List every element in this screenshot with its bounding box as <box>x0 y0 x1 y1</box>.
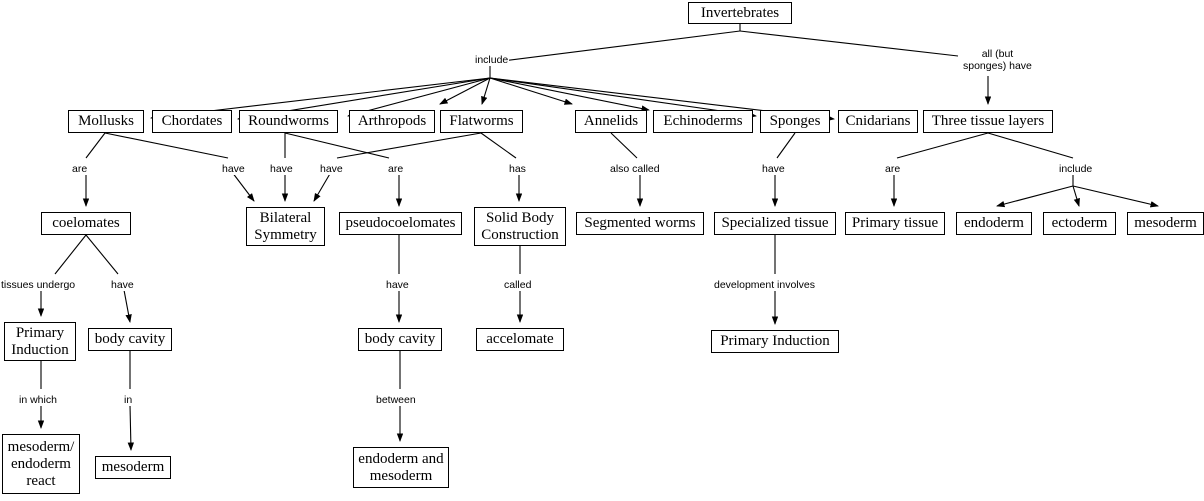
node-mesoderm-right[interactable]: mesoderm <box>1127 212 1204 235</box>
node-bilateral-symmetry[interactable]: Bilateral Symmetry <box>246 207 325 246</box>
edge-label-are-roundworms: are <box>387 163 405 175</box>
edge-label-called-solid-body: called <box>503 279 533 291</box>
node-annelids[interactable]: Annelids <box>575 110 647 133</box>
edge-threetissue-include <box>987 132 1074 159</box>
edge-flatworms-has <box>480 132 517 159</box>
edge-include-endoderm <box>996 185 1074 208</box>
node-primary-induction-left[interactable]: Primary Induction <box>4 322 76 361</box>
node-ectoderm-right[interactable]: ectoderm <box>1043 212 1116 235</box>
edge-threetissue-are <box>896 132 989 159</box>
edge-label-also-called: also called <box>609 163 661 175</box>
edge-include-flatworms <box>481 77 491 105</box>
edge-label-have-coelomates: have <box>110 279 135 291</box>
edge-include-arthropods <box>439 77 491 105</box>
node-mollusks[interactable]: Mollusks <box>68 110 144 133</box>
node-arthropods[interactable]: Arthropods <box>349 110 435 133</box>
edge-label-in: in <box>123 394 134 406</box>
node-body-cavity-left[interactable]: body cavity <box>88 328 172 351</box>
edge-label-have-pseudocoelomates: have <box>385 279 410 291</box>
edge-invertebrates-include <box>494 30 741 63</box>
edge-invertebrates-allbut <box>739 30 959 57</box>
node-chordates[interactable]: Chordates <box>152 110 232 133</box>
edge-label-all-but-sponges-have: all (but sponges) have <box>962 48 1033 72</box>
edge-label-include-three-tissue: include <box>1058 163 1094 175</box>
node-primary-tissue[interactable]: Primary tissue <box>845 212 945 235</box>
edge-in-mesoderm <box>127 404 135 451</box>
edge-label-are-mollusks: are <box>71 163 89 175</box>
node-sponges[interactable]: Sponges <box>760 110 830 133</box>
node-three-tissue-layers[interactable]: Three tissue layers <box>923 110 1053 133</box>
edge-label-in-which: in which <box>18 394 58 406</box>
edge-label-have-sponges: have <box>761 163 786 175</box>
edge-have-bilateral-1 <box>231 171 255 202</box>
edge-label-have-roundworms: have <box>269 163 294 175</box>
edge-label-tissues-undergo: tissues undergo <box>0 279 77 291</box>
node-flatworms[interactable]: Flatworms <box>440 110 523 133</box>
edge-label-has-flatworms: has <box>508 163 527 175</box>
edge-sponges-have <box>776 132 796 159</box>
edge-label-are-three-tissue: are <box>884 163 902 175</box>
edge-include-annelids <box>489 77 573 105</box>
node-endoderm-right[interactable]: endoderm <box>956 212 1032 235</box>
edge-mollusks-are <box>85 132 106 159</box>
node-endoderm-and-mesoderm[interactable]: endoderm and mesoderm <box>353 447 449 488</box>
node-roundworms[interactable]: Roundworms <box>239 110 338 133</box>
edge-include-mesoderm <box>1072 185 1159 208</box>
node-coelomates[interactable]: coelomates <box>41 212 131 235</box>
node-pseudocoelomates[interactable]: pseudocoelomates <box>339 212 462 235</box>
node-invertebrates[interactable]: Invertebrates <box>688 2 792 24</box>
node-accelomate[interactable]: accelomate <box>476 328 564 351</box>
node-solid-body-construction[interactable]: Solid Body Construction <box>474 207 566 246</box>
edge-coelomates-have <box>85 234 119 275</box>
node-primary-induction-right[interactable]: Primary Induction <box>711 330 839 353</box>
node-specialized-tissue[interactable]: Specialized tissue <box>714 212 836 235</box>
edge-label-have-flatworms: have <box>319 163 344 175</box>
edge-label-have-mollusks: have <box>221 163 246 175</box>
edge-label-development-involves: development involves <box>713 279 816 291</box>
node-segmented-worms[interactable]: Segmented worms <box>576 212 704 235</box>
node-body-cavity-center[interactable]: body cavity <box>358 328 442 351</box>
edge-label-between: between <box>375 394 417 406</box>
edge-flatworms-have <box>336 132 482 159</box>
edge-have-bilateral-3 <box>313 171 332 202</box>
node-echinoderms[interactable]: Echinoderms <box>653 110 753 133</box>
edge-roundworms-are <box>284 132 390 159</box>
node-mesoderm-endoderm-react[interactable]: mesoderm/ endoderm react <box>2 434 80 494</box>
node-cnidarians[interactable]: Cnidarians <box>838 110 918 133</box>
edge-label-include: include <box>474 54 510 66</box>
node-mesoderm-left[interactable]: mesoderm <box>95 456 171 479</box>
edge-annelids-alsocalled <box>610 132 638 159</box>
edge-mollusks-have <box>104 132 229 159</box>
edge-coelomates-tissuesundergo <box>54 234 87 275</box>
edge-have-bodycavity-l <box>123 289 132 323</box>
edge-include-ectoderm <box>1072 185 1080 207</box>
edge-include-echinoderms <box>489 77 650 112</box>
